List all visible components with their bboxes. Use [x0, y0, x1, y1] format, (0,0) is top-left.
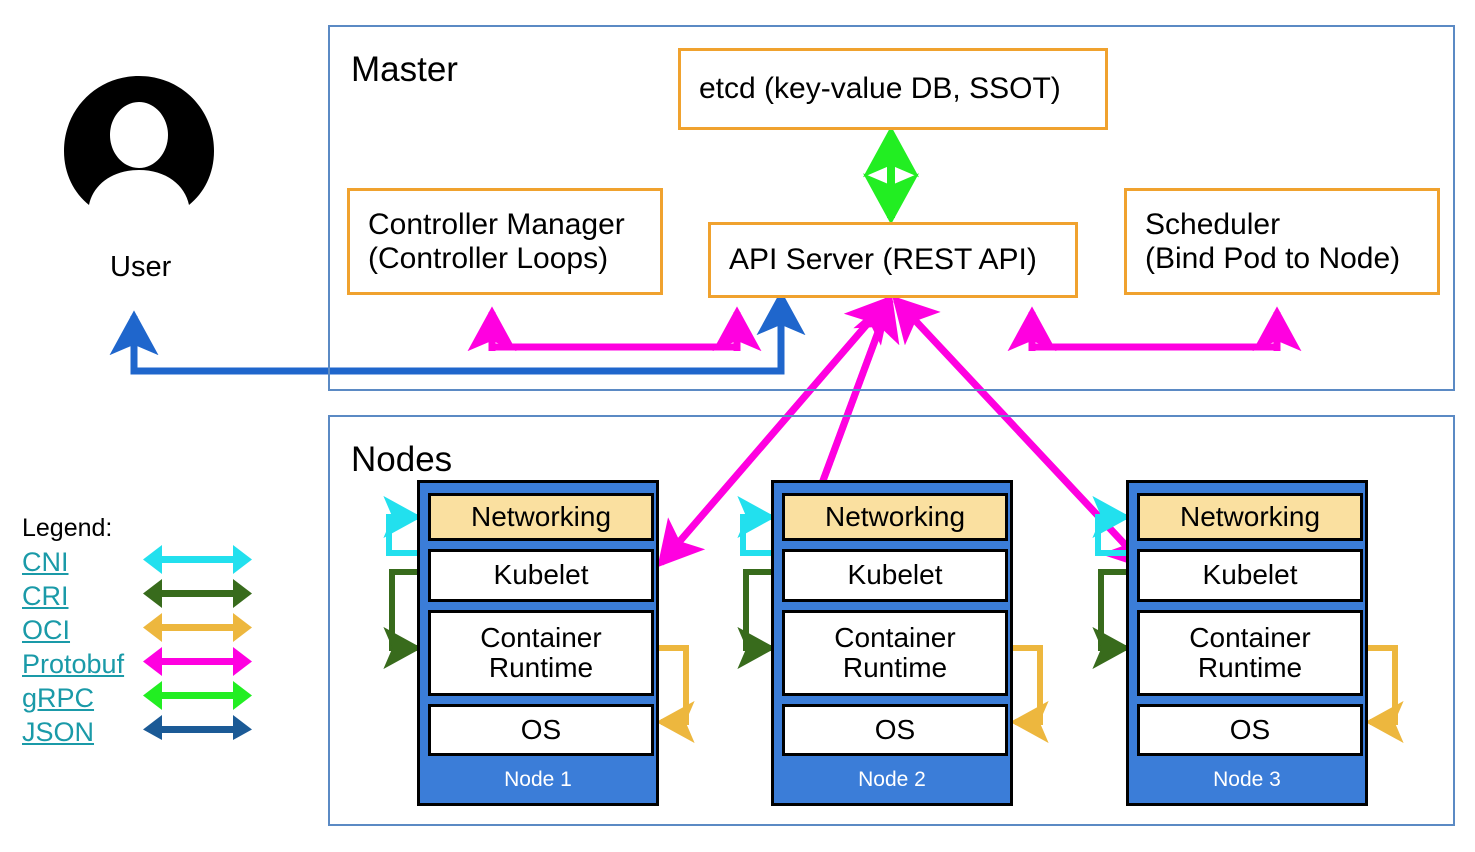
- legend-label-grpc[interactable]: gRPC: [22, 683, 95, 713]
- legend-arrow-json: [143, 715, 252, 740]
- connector-node1-cni: [383, 496, 424, 556]
- node1-kubelet-layer[interactable]: Kubelet: [428, 549, 654, 602]
- connector-user-apiserver-json: [109, 290, 806, 375]
- node2-name-label: Node 2: [858, 768, 926, 791]
- node-card-2[interactable]: Networking Kubelet Container Runtime OS …: [771, 480, 1013, 806]
- legend-label-cri[interactable]: CRI: [22, 581, 69, 611]
- connector-node1-cri: [383, 569, 424, 669]
- connector-controllermanager-apiserver-protobuf: [467, 306, 762, 352]
- nodes-group-title: Nodes: [351, 440, 453, 479]
- node3-networking-layer[interactable]: Networking: [1137, 493, 1363, 541]
- connector-node1-oci: [653, 645, 695, 743]
- connector-node2-cni: [737, 496, 778, 556]
- etcd-box[interactable]: etcd (key-value DB, SSOT): [678, 48, 1108, 130]
- connector-node3-oci: [1362, 645, 1404, 743]
- api-server-box[interactable]: API Server (REST API): [708, 222, 1078, 298]
- connector-node3-cri: [1092, 569, 1133, 669]
- scheduler-box[interactable]: Scheduler (Bind Pod to Node): [1124, 188, 1440, 295]
- legend-arrow-oci: [143, 613, 252, 642]
- legend-arrow-protobuf: [143, 647, 252, 676]
- node2-kubelet-layer[interactable]: Kubelet: [782, 549, 1008, 602]
- node-card-1[interactable]: Networking Kubelet Container Runtime OS …: [417, 480, 659, 806]
- master-group-frame: [328, 25, 1455, 391]
- user-label: User: [110, 251, 172, 283]
- legend-label-oci[interactable]: OCI: [22, 615, 71, 645]
- connector-node2-cri: [737, 569, 778, 669]
- legend-label-protobuf[interactable]: Protobuf: [22, 649, 125, 679]
- node-card-3[interactable]: Networking Kubelet Container Runtime OS …: [1126, 480, 1368, 806]
- connector-apiserver-node1-protobuf: [657, 295, 892, 568]
- legend-arrow-cri: [143, 579, 252, 608]
- node2-os-layer[interactable]: OS: [782, 704, 1008, 756]
- nodes-group-frame: [328, 415, 1455, 826]
- legend-label-json[interactable]: JSON: [22, 717, 95, 747]
- node3-kubelet-layer[interactable]: Kubelet: [1137, 549, 1363, 602]
- node2-networking-layer[interactable]: Networking: [782, 493, 1008, 541]
- legend-arrow-cni: [143, 545, 252, 574]
- node1-container-runtime-layer[interactable]: Container Runtime: [428, 610, 654, 696]
- connector-node2-oci: [1007, 645, 1049, 743]
- legend-arrow-grpc: [143, 681, 252, 710]
- node1-networking-layer[interactable]: Networking: [428, 493, 654, 541]
- node1-name-label: Node 1: [504, 768, 572, 791]
- connector-node3-cni: [1092, 496, 1133, 556]
- legend-title: Legend:: [22, 514, 113, 542]
- legend-label-cni[interactable]: CNI: [22, 547, 69, 577]
- master-group-title: Master: [351, 50, 458, 89]
- legend-arrow-swatches: [143, 545, 252, 740]
- node3-container-runtime-layer[interactable]: Container Runtime: [1137, 610, 1363, 696]
- controller-manager-box[interactable]: Controller Manager (Controller Loops): [347, 188, 663, 295]
- node2-container-runtime-layer[interactable]: Container Runtime: [782, 610, 1008, 696]
- user-avatar-icon: [64, 76, 214, 205]
- node3-name-label: Node 3: [1213, 768, 1281, 791]
- node3-os-layer[interactable]: OS: [1137, 704, 1363, 756]
- node1-os-layer[interactable]: OS: [428, 704, 654, 756]
- connector-apiserver-scheduler-protobuf: [1007, 306, 1302, 352]
